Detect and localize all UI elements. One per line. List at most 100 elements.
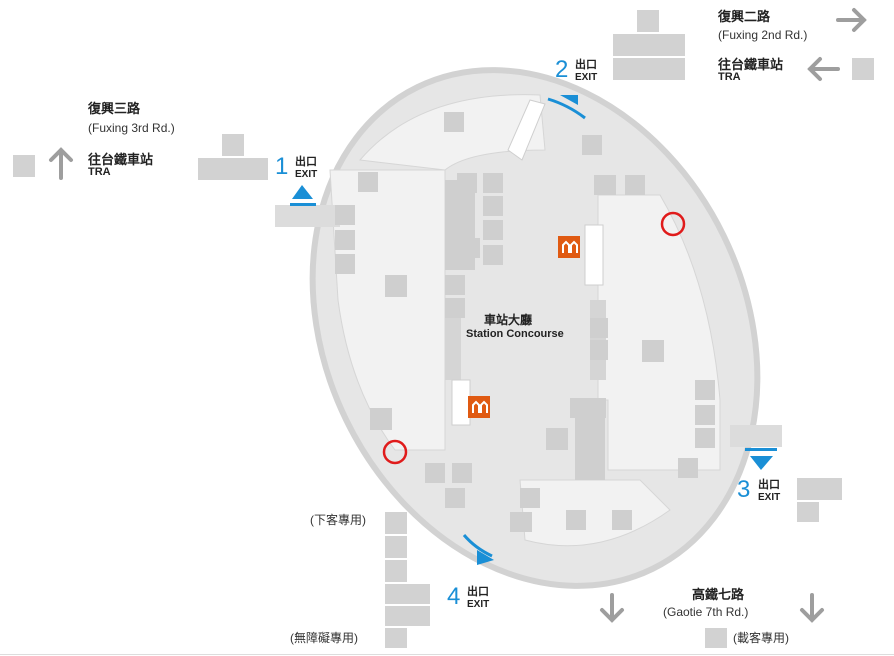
exit-line xyxy=(290,203,316,206)
restroom-icon xyxy=(695,380,715,400)
exit-4-label-en: EXIT xyxy=(467,599,490,610)
restroom-icon xyxy=(370,408,392,430)
column xyxy=(575,410,605,480)
taxi-icon xyxy=(385,628,407,648)
exit-3-label-cn: 出口 xyxy=(758,479,780,491)
exit-1-label-en: EXIT xyxy=(295,169,318,180)
phone-icon xyxy=(445,275,465,295)
bus-icon xyxy=(385,512,407,534)
food-icon xyxy=(612,510,632,530)
parking-icon xyxy=(198,158,268,180)
restroom-icon xyxy=(335,254,355,274)
food-icon xyxy=(582,135,602,155)
taxi-icon xyxy=(483,173,503,193)
taxi-icon xyxy=(452,463,472,483)
stairs xyxy=(584,224,604,286)
location-marker-icon[interactable] xyxy=(382,439,408,465)
gift-icon xyxy=(566,510,586,530)
restroom-icon xyxy=(358,172,378,192)
stairs xyxy=(451,379,471,426)
info-icon xyxy=(483,245,503,265)
west-block xyxy=(329,169,446,451)
exit-marker xyxy=(750,456,773,470)
exit-1-number[interactable]: 1 xyxy=(275,153,289,180)
exit3-corridor xyxy=(730,425,782,447)
exit1-corridor xyxy=(275,205,340,227)
car-icon xyxy=(385,536,407,558)
elevator-icon xyxy=(468,396,490,418)
dropoff-note: (下客專用) xyxy=(310,513,366,527)
car-icon xyxy=(483,220,503,240)
wheelchair-icon xyxy=(450,238,480,258)
restroom-icon xyxy=(510,512,532,532)
accessible-note: (無障礙專用) xyxy=(290,631,358,645)
road-label-gaotie7-en: (Gaotie 7th Rd.) xyxy=(663,605,749,619)
arrow-icon xyxy=(49,147,73,180)
taxi-icon xyxy=(705,628,727,648)
exit-4-number[interactable]: 4 xyxy=(447,583,461,610)
column xyxy=(445,300,461,380)
tra-label-right: 往台鐵車站 xyxy=(718,57,784,72)
exit-3-number[interactable]: 3 xyxy=(737,476,751,503)
restroom-icon xyxy=(590,340,608,360)
stairs xyxy=(507,99,546,161)
bus-icon xyxy=(678,458,698,478)
bus-icon xyxy=(625,175,645,195)
road-label-fuxing3-en: (Fuxing 3rd Rd.) xyxy=(88,121,175,135)
atm-icon xyxy=(570,398,606,418)
road-label-gaotie7: 高鐵七路 xyxy=(692,587,745,602)
train-icon xyxy=(852,58,874,80)
arrow-icon xyxy=(807,57,840,81)
parking-icon xyxy=(797,478,842,500)
east-block xyxy=(597,194,721,471)
wheelchair-icon xyxy=(590,318,608,338)
north-block xyxy=(359,94,546,171)
elevator-icon xyxy=(558,236,580,258)
restroom-icon xyxy=(695,428,715,448)
road-label-fuxing3: 復興三路 xyxy=(88,101,141,116)
parking-icon xyxy=(385,584,430,604)
wheelchair-icon xyxy=(695,405,715,425)
bicycle-icon xyxy=(797,502,819,522)
divider xyxy=(0,654,894,655)
restroom-icon xyxy=(445,488,465,508)
exit-2-number[interactable]: 2 xyxy=(555,56,569,83)
restroom-icon xyxy=(594,175,616,195)
parking-icon xyxy=(385,606,430,626)
exit-3-label-en: EXIT xyxy=(758,492,781,503)
gift-icon xyxy=(425,463,445,483)
concourse-label-cn: 車站大廳 xyxy=(484,313,533,327)
wheelchair-icon xyxy=(445,298,465,318)
tra-label-left-en: TRA xyxy=(88,166,111,178)
parking-icon xyxy=(613,34,685,56)
arrow-icon xyxy=(800,593,824,623)
info-icon xyxy=(546,428,568,450)
arrow-icon xyxy=(600,593,624,623)
exit-2-label-en: EXIT xyxy=(575,72,598,83)
south-block xyxy=(519,479,671,547)
location-marker-icon[interactable] xyxy=(660,211,686,237)
exit-marker xyxy=(292,185,313,199)
tra-label-left: 往台鐵車站 xyxy=(88,152,154,167)
food-icon xyxy=(483,196,503,216)
escalator-icon xyxy=(642,340,664,362)
restroom-icon xyxy=(335,205,355,225)
tra-label-right-en: TRA xyxy=(718,71,741,83)
exit-line xyxy=(745,448,777,451)
concourse-label-en: Station Concourse xyxy=(466,328,564,340)
food-icon xyxy=(444,112,464,132)
taxi-icon xyxy=(222,134,244,156)
wheelchair-icon xyxy=(335,230,355,250)
exit-2-label-cn: 出口 xyxy=(575,59,597,71)
pickup-note: (載客專用) xyxy=(733,631,789,645)
exit-1-label-cn: 出口 xyxy=(295,156,317,168)
bus-icon xyxy=(385,560,407,582)
exit-marker xyxy=(560,95,578,105)
road-label-fuxing2-en: (Fuxing 2nd Rd.) xyxy=(718,28,808,42)
road-label-fuxing2: 復興二路 xyxy=(718,9,771,24)
exit-arc xyxy=(547,97,586,120)
exit-arc xyxy=(462,534,493,558)
exit-marker xyxy=(477,550,494,565)
taxi-icon xyxy=(637,10,659,32)
